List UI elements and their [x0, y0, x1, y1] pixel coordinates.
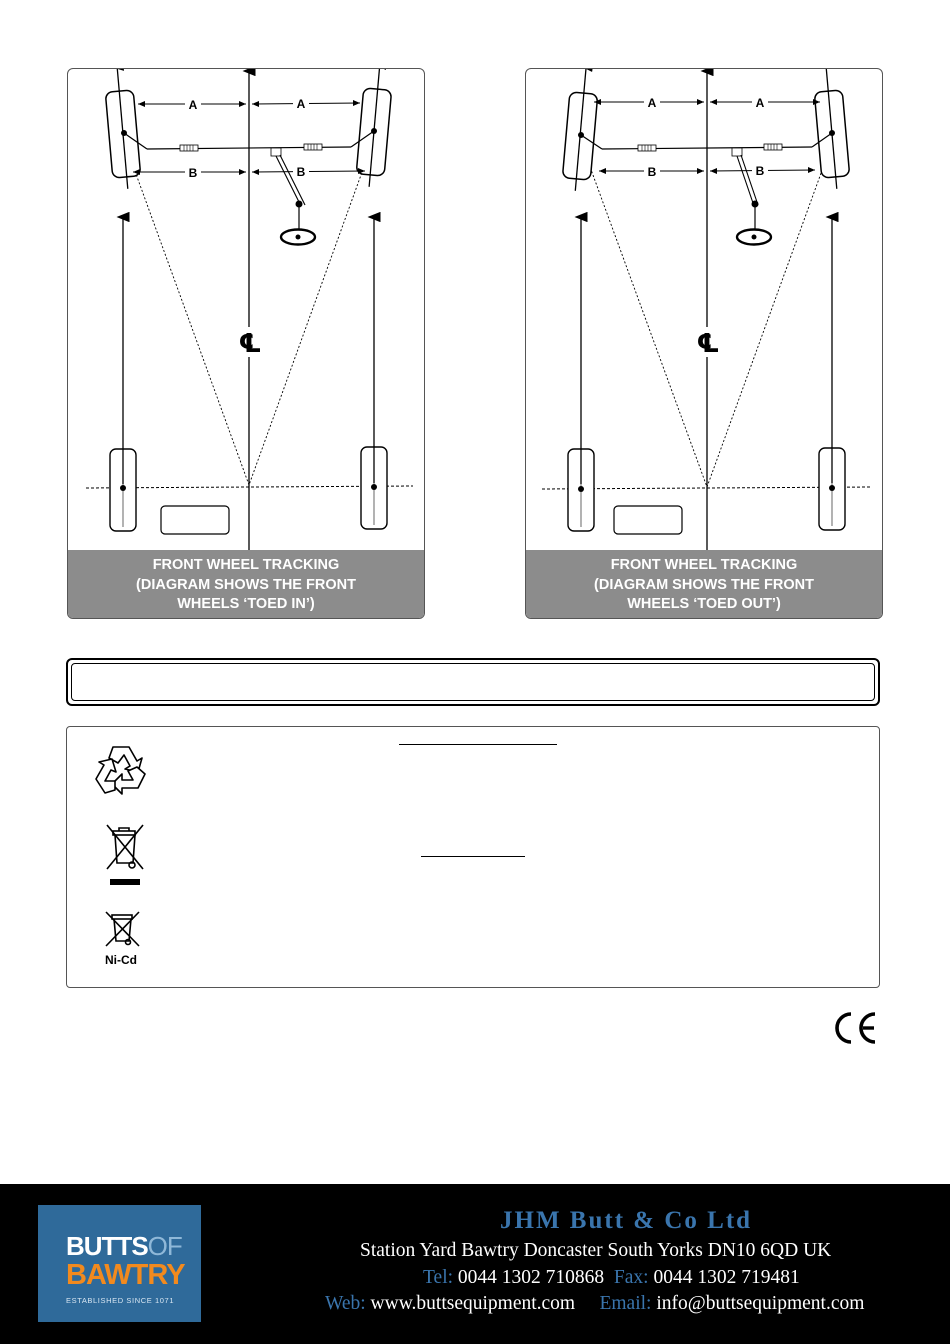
diagram-caption: FRONT WHEEL TRACKING (DIAGRAM SHOWS THE … — [526, 550, 882, 618]
diagram-caption: FRONT WHEEL TRACKING (DIAGRAM SHOWS THE … — [68, 550, 424, 618]
centreline-symbol: ℄ — [696, 329, 719, 359]
dimension-b-left: B — [189, 166, 198, 180]
centreline-symbol: ℄ — [238, 329, 261, 359]
recycle-icon — [95, 746, 146, 795]
dimension-b-right: B — [297, 165, 306, 179]
dimension-a-right: A — [297, 97, 306, 111]
wheel-tracking-drawing: A A B B ℄ — [85, 69, 414, 569]
ce-mark-icon — [835, 1012, 876, 1044]
dimension-b-right: B — [756, 164, 765, 178]
fax-number: 0044 1302 719481 — [653, 1267, 800, 1288]
wheel-tracking-drawing: A A B B ℄ — [541, 69, 872, 569]
crossed-out-bin-nicd-icon — [105, 911, 140, 947]
dimension-b-left: B — [648, 165, 657, 179]
tracking-diagram-toed-out: A A B B ℄ FRONT WHEEL TRACKING (DIAGRAM … — [525, 68, 883, 619]
dimension-a-left: A — [189, 98, 198, 112]
website-link[interactable]: www.buttsequipment.com — [370, 1293, 576, 1314]
company-address: Station Yard Bawtry Doncaster South York… — [360, 1240, 832, 1261]
company-name: JHM Butt & Co Ltd — [500, 1207, 753, 1234]
company-logo: BUTTSOF BAWTRY ESTABLISHED SINCE 1071 — [38, 1205, 201, 1322]
contact-web: Web: www.buttsequipment.com Email: info@… — [325, 1293, 865, 1314]
heading-underline — [421, 856, 525, 857]
contact-phones: Tel: 0044 1302 710868 Fax: 0044 1302 719… — [423, 1267, 800, 1288]
crossed-out-wheelie-bin-icon — [106, 824, 144, 885]
email-link[interactable]: info@buttsequipment.com — [656, 1293, 865, 1314]
notice-banner — [66, 658, 880, 706]
disposal-info-box: Ni-Cd — [66, 726, 880, 988]
telephone-number: 0044 1302 710868 — [457, 1267, 605, 1288]
nicd-label: Ni-Cd — [105, 953, 137, 967]
dimension-a-right: A — [756, 96, 765, 110]
tracking-diagram-toed-in: A A B B ℄ FRONT WHEEL TRACKING (DIAGRAM … — [67, 68, 425, 619]
dimension-a-left: A — [648, 96, 657, 110]
heading-underline — [399, 744, 557, 745]
